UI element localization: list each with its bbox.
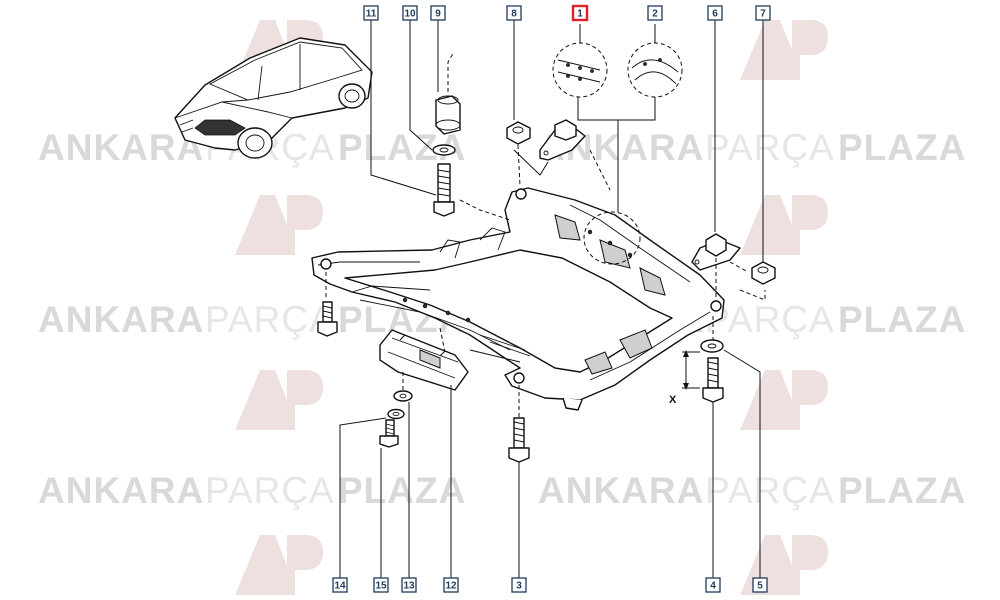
callout-14: 14 [332,577,348,593]
watermark-word-1: ANKARA [38,470,204,511]
watermark-logo [235,195,323,255]
subframe-mount-hole-rear [515,188,527,200]
callout-5: 5 [752,577,768,593]
callout-box [430,5,446,21]
watermark-word-2: PARÇA [205,470,335,511]
subframe-mount-hole-left [320,258,332,270]
detail-view-2 [627,42,683,98]
subframe-mount-hole-right [710,300,722,312]
watermark-logo [740,20,828,80]
callout-box [332,577,348,593]
callout-box [401,577,417,593]
callout-number: 1 [577,9,583,20]
watermark-word-1: ANKARA [38,299,204,340]
screw-15 [379,419,399,448]
watermark-word-1: ANKARA [538,470,704,511]
car-wheel-front [237,127,273,159]
watermark-word-3: PLAZA [838,299,966,340]
callout-number: 8 [511,9,517,20]
callout-box [755,5,771,21]
watermark-logo [740,370,828,430]
callout-number: 10 [404,9,416,20]
washer-10 [432,144,456,156]
callout-number: 13 [403,581,415,592]
callout-number: 4 [710,581,716,592]
callout-15: 15 [373,577,389,593]
callout-2: 2 [647,5,663,21]
nut-8 [506,121,531,145]
watermark-logo [740,195,828,255]
callout-1: 1 [571,4,589,22]
callout-number: 9 [435,9,441,20]
callout-box [363,5,379,21]
callout-3: 3 [511,577,527,593]
callout-box [707,5,723,21]
callout-number: 2 [652,9,658,20]
callout-number: 15 [375,581,387,592]
watermark-word-2: PARÇA [705,299,835,340]
car-thumbnail [174,37,373,159]
detail-zone-frame [583,211,641,265]
bolt-stack-rear [432,95,461,217]
bracket-rear [539,119,586,161]
nut-7 [751,261,776,285]
detail-view-1 [552,42,608,98]
callout-box [402,5,418,21]
subframe-front-tab [562,397,583,411]
callout-number: 11 [366,9,377,20]
callout-box [443,577,459,593]
callout-box [373,577,389,593]
watermark-logo [235,370,323,430]
watermark-logo [235,535,323,595]
callout-9: 9 [430,5,446,21]
callout-8: 8 [506,5,522,21]
car-wheel-rear [338,83,366,109]
assembly-lines [325,51,766,418]
bolt-4 [702,357,724,403]
guide-plate-12 [379,329,469,391]
callout-number: 7 [760,9,766,20]
callout-12: 12 [443,577,459,593]
callout-11: 11 [363,5,379,21]
callout-box [511,577,527,593]
leader-lines [339,20,764,578]
callout-box [752,577,768,593]
car-subframe-highlight [194,119,246,136]
callout-13: 13 [401,577,417,593]
watermark-word-3: PLAZA [338,470,466,511]
callout-box [705,577,721,593]
callout-number: 3 [516,581,522,592]
bracket-6 [691,233,741,271]
callout-number: 5 [757,581,763,592]
watermark-word-1: ANKARA [38,127,204,168]
bolt-3 [508,417,530,463]
subframe-mount-hole-front [513,372,525,384]
watermark-word-2: PARÇA [705,127,835,168]
callout-10: 10 [402,5,418,21]
washer-13 [393,390,413,402]
callout-box [571,4,589,22]
callout-number: 6 [712,9,718,20]
callout-box [647,5,663,21]
subframe-crossmember [311,187,725,411]
callout-6: 6 [707,5,723,21]
dimension-label: X [669,394,677,406]
washer-5 [700,339,724,353]
washer-14 [387,408,405,420]
watermark-word-3: PLAZA [838,470,966,511]
watermark-word-2: PARÇA [705,470,835,511]
bolt-left [317,301,338,337]
callout-box [506,5,522,21]
callout-7: 7 [755,5,771,21]
callout-number: 14 [334,581,346,592]
callout-4: 4 [705,577,721,593]
watermark-word-3: PLAZA [838,127,966,168]
callout-number: 12 [445,581,457,592]
watermark-word-2: PARÇA [205,299,335,340]
dimension-x: X [669,350,700,406]
